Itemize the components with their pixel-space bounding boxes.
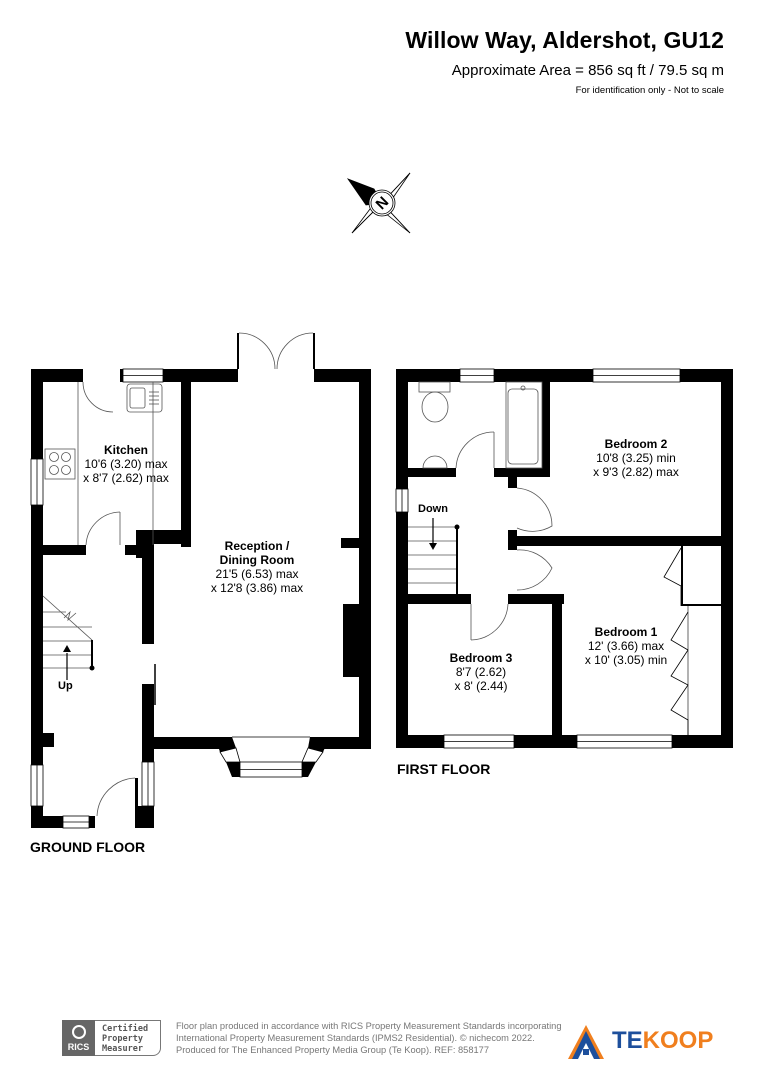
tekoop-logo: TEKOOP [566,1021,713,1061]
room-reception-dining: Reception / Dining Room 21'5 (6.53) max … [211,539,303,595]
approximate-area: Approximate Area = 856 sq ft / 79.5 sq m [451,62,724,79]
room-name: Kitchen [103,443,149,457]
room-dimension: x 12'8 (3.86) max [210,581,304,595]
room-name: Reception / [224,539,290,553]
badge-line: Certified [102,1024,149,1034]
ground-floor-windows [30,368,324,829]
property-title: Willow Way, Aldershot, GU12 [405,27,724,53]
rics-logo: RICS [62,1020,95,1056]
room-kitchen: Kitchen 10'6 (3.20) max x 8'7 (2.62) max [83,443,169,485]
ground-floor-fixtures [42,332,315,817]
first-floor-label: FIRST FLOOR [397,761,491,777]
room-bedroom-2: Bedroom 2 10'8 (3.25) min x 9'3 (2.82) m… [593,437,679,479]
ground-floor-label: GROUND FLOOR [30,839,146,855]
room-dimension: 21'5 (6.53) max [215,567,299,581]
room-dimension: x 10' (3.05) min [584,653,668,667]
footer-disclaimer: Floor plan produced in accordance with R… [176,1020,562,1056]
room-dimension: 12' (3.66) max [587,639,665,653]
room-dimension: 10'6 (3.20) max [84,457,168,471]
room-name: Bedroom 1 [594,625,658,639]
house-roof-icon [568,1025,604,1059]
room-bedroom-3: Bedroom 3 8'7 (2.62) x 8' (2.44) [450,651,513,693]
rics-crest-icon [71,1025,86,1039]
logo-te: TE [612,1027,643,1054]
stairs-down-label: Down [418,503,448,515]
first-floor-walls [396,369,733,748]
badge-line: Measurer [102,1044,143,1054]
room-bedroom-1: Bedroom 1 12' (3.66) max x 10' (3.05) mi… [585,625,667,667]
footer-line: Produced for The Enhanced Property Media… [176,1045,490,1055]
room-name: Bedroom 2 [604,437,668,451]
rics-text: RICS [67,1042,90,1052]
certified-measurer-text: Certified Property Measurer [95,1020,161,1056]
room-name: Bedroom 3 [449,651,513,665]
room-dimension: x 8'7 (2.62) max [83,471,169,485]
room-dimension: 10'8 (3.25) min [596,451,676,465]
logo-koop: KOOP [642,1027,714,1054]
room-dimension: x 8' (2.44) [454,679,508,693]
room-name: Dining Room [219,553,295,567]
scale-disclaimer: For identification only - Not to scale [575,85,724,96]
room-dimension: 8'7 (2.62) [455,665,507,679]
stairs-up-label: Up [58,680,73,692]
compass-north-icon: N [346,172,411,234]
ground-floor-walls [31,369,371,828]
footer-line: International Property Measurement Stand… [176,1033,535,1043]
footer-line: Floor plan produced in accordance with R… [176,1021,562,1031]
room-dimension: x 9'3 (2.82) max [593,465,679,479]
first-floor-fixtures [408,381,689,735]
first-floor-windows [395,368,681,749]
rics-certified-badge: RICS Certified Property Measurer [62,1020,161,1056]
badge-line: Property [102,1034,143,1044]
